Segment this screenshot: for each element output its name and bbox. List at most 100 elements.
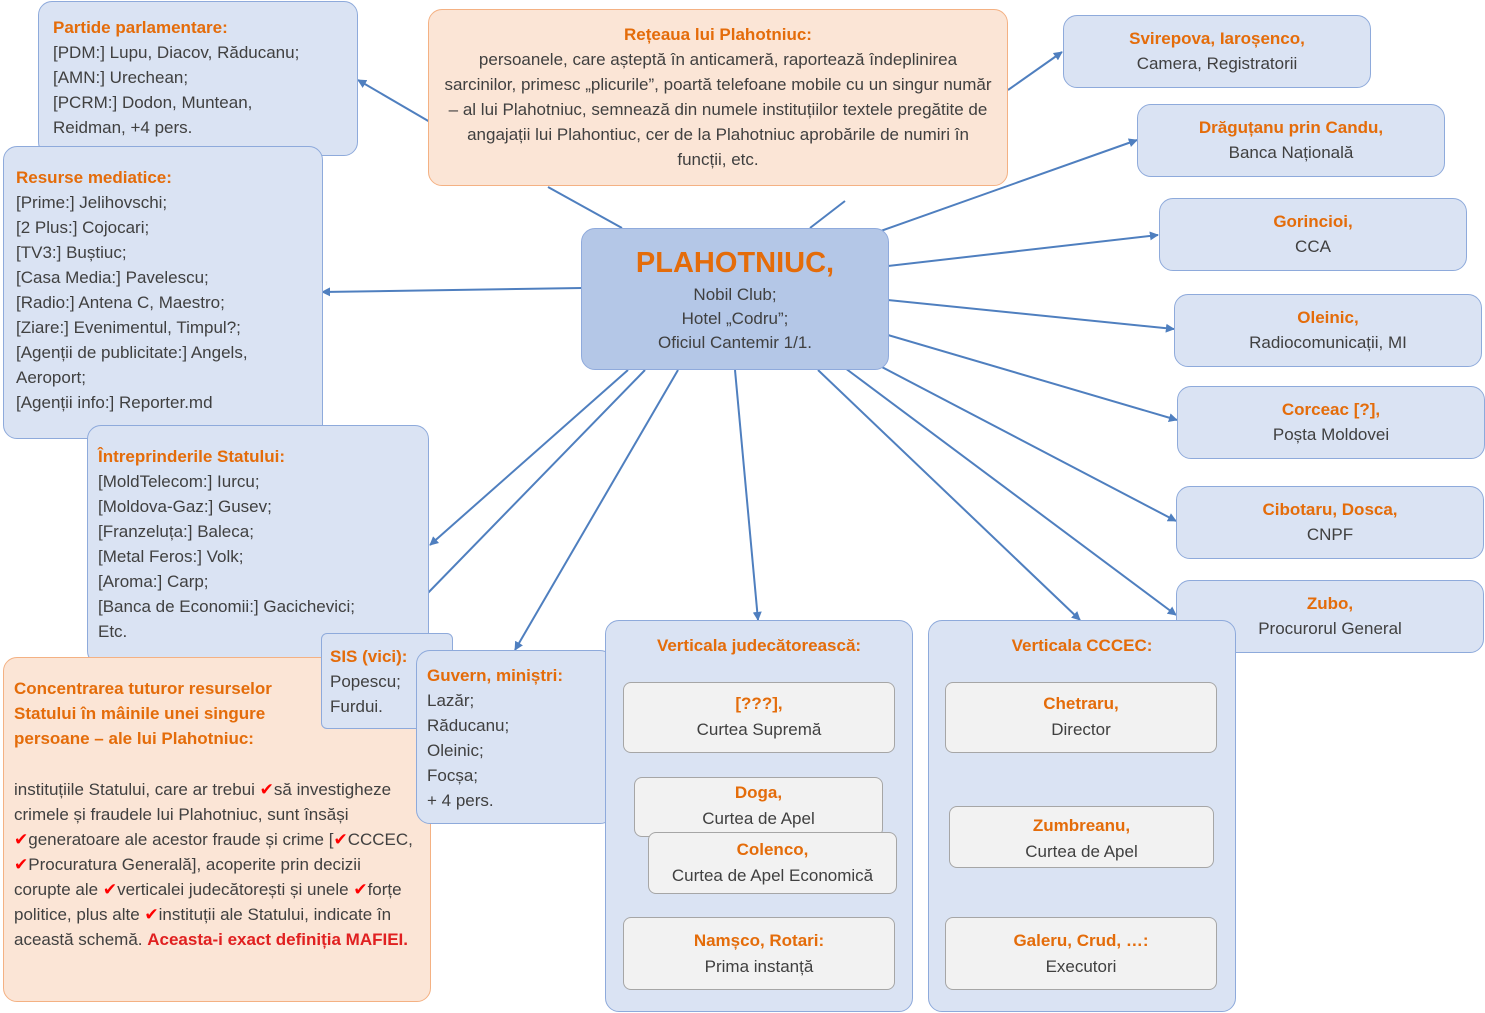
parliamentary-parties-box: Partide parlamentare: [PDM:] Lupu, Diaco… <box>38 1 358 156</box>
arrow-to-judicial <box>734 369 762 621</box>
media-line: [2 Plus:] Cojocari; <box>16 218 150 237</box>
enterprises-line: [MoldTelecom:] Iurcu; <box>98 472 260 491</box>
enterprises-line: [Moldova-Gaz:] Gusev; <box>98 497 272 516</box>
right-node-cibotaru: Cibotaru, Dosca, CNPF <box>1176 486 1484 559</box>
arrow-to-media <box>321 287 583 297</box>
check-icon: ✔ <box>333 830 348 849</box>
enterprises-line: [Banca de Economii:] Gacichevici; <box>98 597 356 616</box>
sis-title: SIS (vici): <box>330 647 408 666</box>
government-box: Guvern, miniștri: Lazăr; Răducanu; Olein… <box>416 650 614 824</box>
node-org: Curtea de Apel <box>702 809 815 828</box>
right-node-gorincioi: Gorincioi, CCA <box>1159 198 1467 271</box>
node-name: Colenco, <box>736 840 809 859</box>
concentration-segment: instituțiile Statului, care ar trebui <box>14 780 260 799</box>
node-org: Curtea de Apel <box>1025 842 1138 861</box>
network-text: persoanele, care așteptă în anticameră, … <box>444 50 992 169</box>
cccec-node-executori: Galeru, Crud, …: Executori <box>945 917 1217 990</box>
node-name: [???], <box>735 694 783 713</box>
media-line: [Casa Media:] Pavelescu; <box>16 268 209 287</box>
media-line: [Agenții de publicitate:] Angels, <box>16 343 248 362</box>
arrow-to-zubo <box>844 367 1177 616</box>
media-title: Resurse mediatice: <box>16 168 172 187</box>
network-box: Rețeaua lui Plahotniuc: persoanele, care… <box>428 9 1008 186</box>
right-node-oleinic: Oleinic, Radiocomunicații, MI <box>1174 294 1482 367</box>
government-title: Guvern, miniștri: <box>427 666 564 685</box>
parties-line: Reidman, +4 pers. <box>53 118 193 137</box>
media-line: [TV3:] Buștiuc; <box>16 243 127 262</box>
node-name: Chetraru, <box>1043 694 1119 713</box>
arrow-to-gorincioi <box>887 231 1159 267</box>
concentration-title: persoane – ale lui Plahotniuc: <box>14 729 254 748</box>
right-node-corceac: Corceac [?], Poșta Moldovei <box>1177 386 1485 459</box>
mafia-conclusion: Aceasta-i exact definiția MAFIEI. <box>147 930 408 949</box>
right-node-zubo: Zubo, Procurorul General <box>1176 580 1484 653</box>
arrow-to-govern <box>514 369 679 651</box>
node-org: Camera, Registratorii <box>1136 54 1298 73</box>
check-icon: ✔ <box>144 905 159 924</box>
node-name: Gorincioi, <box>1273 212 1353 231</box>
node-org: Director <box>1051 720 1111 739</box>
arrow-to-corceac <box>887 334 1178 423</box>
node-name: Drăguțanu prin Candu, <box>1198 118 1384 137</box>
check-icon: ✔ <box>14 830 29 849</box>
arrow-to-oleinic <box>887 299 1175 333</box>
node-org: Curtea de Apel Economică <box>671 866 874 885</box>
right-node-draguțanu: Drăguțanu prin Candu, Banca Națională <box>1137 104 1445 177</box>
arrow-to-svirepova <box>1007 51 1063 91</box>
government-line: Oleinic; <box>427 741 484 760</box>
government-line: Lazăr; <box>427 691 475 710</box>
concentration-segment: să investigheze crimele și fraudele lui … <box>14 780 392 824</box>
plahotniuc-center-box: PLAHOTNIUC, Nobil Club; Hotel „Codru”; O… <box>581 228 889 370</box>
government-line: + 4 pers. <box>427 791 494 810</box>
node-org: Prima instanță <box>704 957 814 976</box>
node-org: Banca Națională <box>1228 143 1354 162</box>
enterprises-line: [Aroma:] Carp; <box>98 572 209 591</box>
node-name: Zumbreanu, <box>1032 816 1131 835</box>
concentration-segment: Procuratura Generală], acoperite prin de… <box>14 855 361 899</box>
concentration-box: Concentrarea tuturor resurselor Statului… <box>3 657 431 1002</box>
concentration-segment: generatoare ale acestor fraude și crime … <box>28 830 334 849</box>
judicial-node-supreme: [???], Curtea Supremă <box>623 682 895 753</box>
center-title: PLAHOTNIUC, <box>635 247 835 279</box>
node-org: Executori <box>1045 957 1117 976</box>
arrow-to-cccec <box>817 369 1081 621</box>
node-org: CCA <box>1295 237 1331 256</box>
check-icon: ✔ <box>259 780 274 799</box>
judicial-node-first-instance: Namșco, Rotari: Prima instanță <box>623 917 895 990</box>
node-name: Doga, <box>734 783 783 802</box>
arrow-to-parties <box>357 79 431 123</box>
judicial-title: Verticala judecătorească: <box>656 636 862 655</box>
center-line: Nobil Club; <box>693 285 777 304</box>
arrow-from-network-line <box>809 200 846 229</box>
sis-line: Popescu; <box>330 672 401 691</box>
node-name: Namșco, Rotari: <box>693 931 825 950</box>
parties-line: [AMN:] Urechean; <box>53 68 189 87</box>
media-line: [Agenții info:] Reporter.md <box>16 393 213 412</box>
node-org: Procurorul General <box>1258 619 1402 638</box>
node-name: Galeru, Crud, …: <box>1013 931 1149 950</box>
judicial-node-doga: Doga, Curtea de Apel <box>634 777 883 837</box>
arrow-to-cibotaru <box>877 364 1177 522</box>
parties-line: [PCRM:] Dodon, Muntean, <box>53 93 253 112</box>
check-icon: ✔ <box>102 880 118 899</box>
network-title: Rețeaua lui Plahotniuc: <box>624 25 812 44</box>
concentration-segment: instituții ale Statului, indicate în ace… <box>14 905 392 949</box>
node-name: Corceac [?], <box>1281 400 1381 419</box>
center-line: Hotel „Codru”; <box>681 309 789 328</box>
arrow-to-enterprises <box>429 369 629 546</box>
concentration-segment: verticalei judecătorești și unele <box>117 880 354 899</box>
node-org: Curtea Supremă <box>696 720 822 739</box>
media-line: [Ziare:] Evenimentul, Timpul?; <box>16 318 241 337</box>
node-name: Cibotaru, Dosca, <box>1262 500 1398 519</box>
judicial-node-colenco: Colenco, Curtea de Apel Economică <box>648 832 897 894</box>
media-resources-box: Resurse mediatice: [Prime:] Jelihovschi;… <box>3 146 323 439</box>
center-line: Oficiul Cantemir 1/1. <box>658 333 812 352</box>
sis-line: Furdui. <box>330 697 383 716</box>
concentration-segment: forțe politice, plus alte <box>14 880 402 924</box>
check-icon: ✔ <box>353 880 368 899</box>
media-line: Aeroport; <box>16 368 86 387</box>
node-name: Oleinic, <box>1297 308 1359 327</box>
right-node-svirepova: Svirepova, Iaroșenco, Camera, Registrato… <box>1063 15 1371 88</box>
state-enterprises-box: Întreprinderile Statului: [MoldTelecom:]… <box>87 425 429 665</box>
